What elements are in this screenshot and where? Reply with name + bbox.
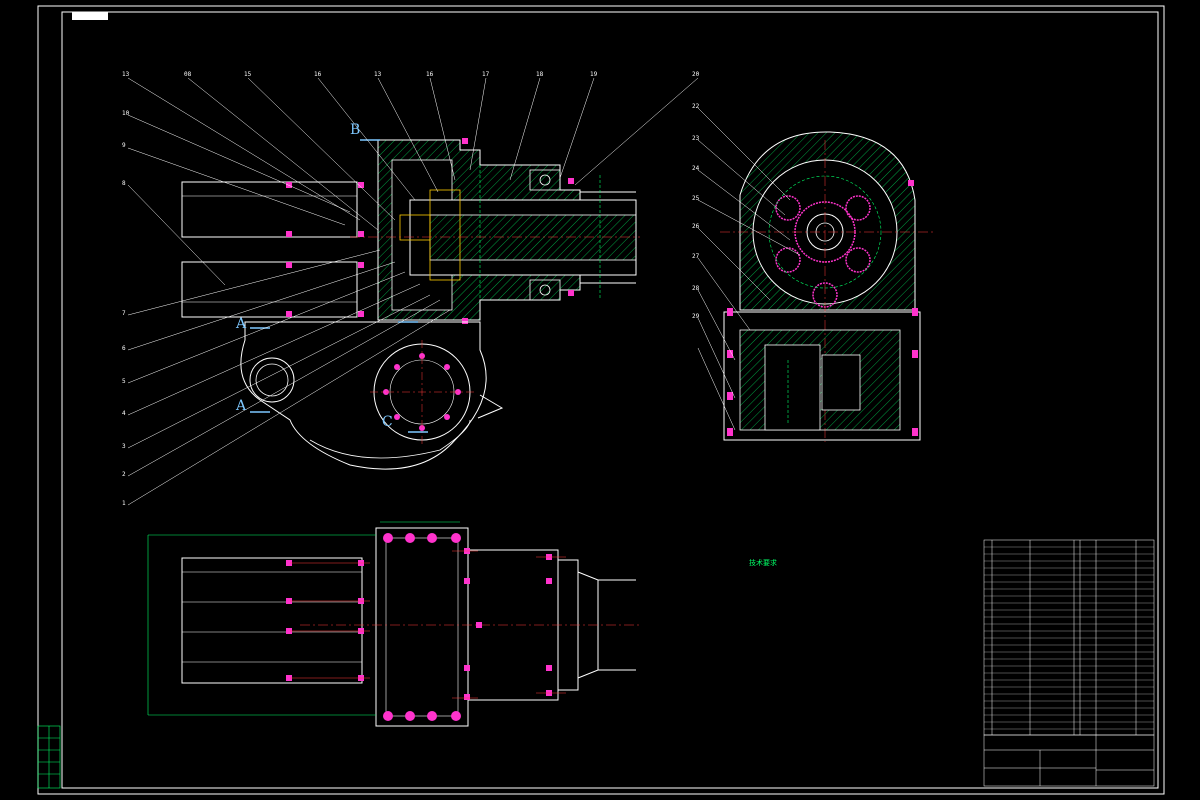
leader-lines-side xyxy=(697,107,801,431)
technical-requirements-title: 技术要求 xyxy=(749,559,777,567)
balloon-number: 16 xyxy=(426,71,434,78)
side-section-view xyxy=(720,131,935,442)
bom-table xyxy=(983,539,1155,736)
balloon-number: 4 xyxy=(122,410,126,417)
balloon-number: 17 xyxy=(482,71,490,78)
outer-frame xyxy=(37,5,1165,795)
balloon-number: 3 xyxy=(122,443,126,450)
balloon-number: 1 xyxy=(122,500,126,507)
bom-table-rows xyxy=(984,546,1154,730)
view-letter-c: C xyxy=(382,414,393,430)
view-letter-b: B xyxy=(350,122,361,138)
title-block xyxy=(983,734,1155,787)
balloon-number: 8 xyxy=(122,180,126,187)
balloon-number: 16 xyxy=(314,71,322,78)
top-view xyxy=(147,521,640,727)
technical-requirements: 技术要求 xyxy=(688,558,838,571)
balloon-number: 20 xyxy=(692,71,700,78)
balloon-number: 25 xyxy=(692,195,700,202)
balloon-number: 13 xyxy=(122,71,130,78)
balloon-number: 08 xyxy=(184,71,192,78)
inner-frame xyxy=(61,11,1159,789)
balloon-number: 5 xyxy=(122,378,126,385)
leader-lines-front xyxy=(127,77,699,506)
balloon-number: 26 xyxy=(692,223,700,230)
balloon-number: 15 xyxy=(244,71,252,78)
balloon-number: 7 xyxy=(122,310,126,317)
revision-stamp-block xyxy=(37,725,61,789)
balloon-number: 29 xyxy=(692,313,700,320)
balloon-number: 19 xyxy=(590,71,598,78)
balloon-number: 10 xyxy=(122,110,130,117)
front-section-view xyxy=(181,138,640,470)
balloon-number: 6 xyxy=(122,345,126,352)
view-letter-a-top: A xyxy=(236,316,247,332)
balloon-number: 27 xyxy=(692,253,700,260)
view-letter-a-bottom: A xyxy=(236,398,247,414)
drawing-number-tag xyxy=(72,12,108,20)
balloon-number: 9 xyxy=(122,142,126,149)
balloon-number: 23 xyxy=(692,135,700,142)
balloon-number: 24 xyxy=(692,165,700,172)
balloon-number: 18 xyxy=(536,71,544,78)
balloon-number: 28 xyxy=(692,285,700,292)
balloon-number: 13 xyxy=(374,71,382,78)
balloon-number: 22 xyxy=(692,103,700,110)
balloon-number: 2 xyxy=(122,471,126,478)
